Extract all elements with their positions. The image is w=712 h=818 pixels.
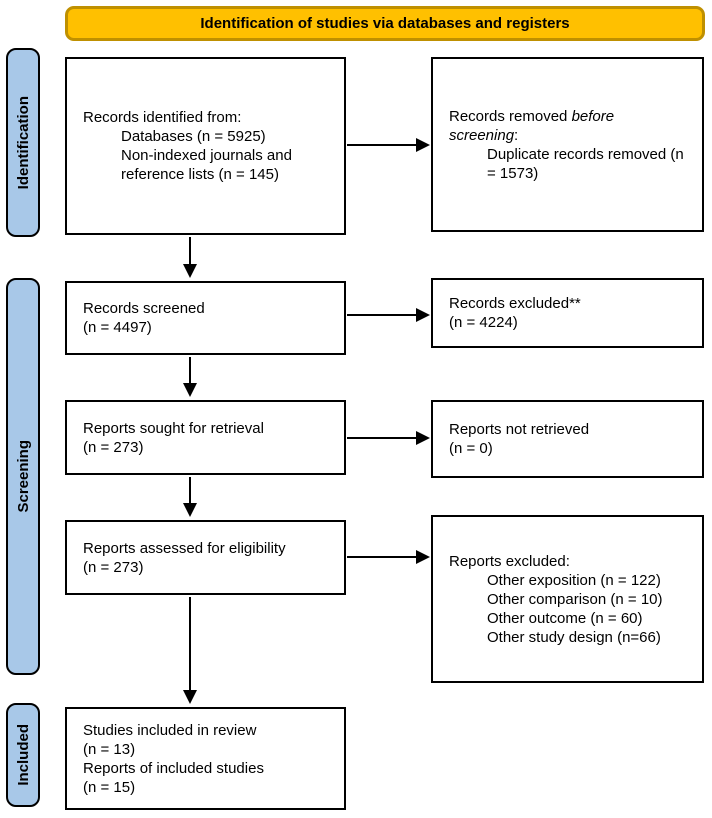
records-screened-count: (n = 4497) xyxy=(83,319,152,336)
reports-included-label: Reports of included studies xyxy=(83,759,264,777)
records-identified-heading: Records identified from: xyxy=(83,109,242,126)
box-reports-excluded: Reports excluded: Other exposition (n = … xyxy=(431,515,704,683)
stage-label-screening: Screening xyxy=(6,278,40,675)
records-removed-heading-post: : xyxy=(514,126,519,144)
stage-label-identification: Identification xyxy=(6,48,40,237)
studies-included-count: (n = 13) xyxy=(83,740,136,758)
header-banner: Identification of studies via databases … xyxy=(65,6,705,41)
records-removed-heading-italic-2: screening xyxy=(449,126,515,144)
studies-included-label: Studies included in review xyxy=(83,721,257,739)
reports-sought-label: Reports sought for retrieval xyxy=(83,419,264,437)
reports-assessed-count: (n = 273) xyxy=(83,558,144,576)
box-records-identified: Records identified from: Databases (n = … xyxy=(65,57,346,235)
reports-excluded-study-design: Other study design (n=66) xyxy=(487,628,661,646)
header-title: Identification of studies via databases … xyxy=(200,15,570,32)
reports-sought-count: (n = 273) xyxy=(83,438,144,456)
stage-label-identification-text: Identification xyxy=(14,95,32,190)
box-records-removed: Records removed before screening: Duplic… xyxy=(431,57,704,232)
reports-excluded-heading: Reports excluded: xyxy=(449,552,570,570)
records-screened-label: Records screened xyxy=(83,300,205,317)
reports-not-retrieved-count: (n = 0) xyxy=(449,440,493,457)
records-identified-nonindexed-1: Non-indexed journals and xyxy=(121,147,292,164)
records-excluded-count: (n = 4224) xyxy=(449,314,518,331)
reports-excluded-comparison: Other comparison (n = 10) xyxy=(487,590,663,608)
box-reports-assessed: Reports assessed for eligibility (n = 27… xyxy=(65,520,346,595)
records-removed-duplicates-1: Duplicate records removed (n xyxy=(487,145,684,163)
box-reports-not-retrieved: Reports not retrieved (n = 0) xyxy=(431,400,704,478)
records-removed-duplicates-2: = 1573) xyxy=(487,164,539,182)
records-identified-databases: Databases (n = 5925) xyxy=(121,128,266,145)
box-records-excluded: Records excluded** (n = 4224) xyxy=(431,278,704,348)
box-reports-sought: Reports sought for retrieval (n = 273) xyxy=(65,400,346,475)
records-identified-nonindexed-2: reference lists (n = 145) xyxy=(121,166,279,183)
box-records-screened: Records screened (n = 4497) xyxy=(65,281,346,355)
reports-included-count: (n = 15) xyxy=(83,778,136,796)
records-removed-heading-2: screening: xyxy=(449,126,692,145)
reports-assessed-label: Reports assessed for eligibility xyxy=(83,539,286,557)
stage-label-included: Included xyxy=(6,703,40,807)
records-removed-heading-pre: Records removed xyxy=(449,107,572,125)
reports-excluded-outcome: Other outcome (n = 60) xyxy=(487,609,643,627)
box-studies-included: Studies included in review (n = 13) Repo… xyxy=(65,707,346,810)
stage-label-screening-text: Screening xyxy=(14,440,32,513)
reports-not-retrieved-label: Reports not retrieved xyxy=(449,421,590,438)
records-removed-heading-italic-1: before xyxy=(571,107,615,125)
stage-label-included-text: Included xyxy=(14,724,32,786)
records-excluded-label: Records excluded** xyxy=(449,295,581,312)
reports-excluded-exposition: Other exposition (n = 122) xyxy=(487,571,661,589)
records-removed-heading-1: Records removed before xyxy=(449,107,692,126)
